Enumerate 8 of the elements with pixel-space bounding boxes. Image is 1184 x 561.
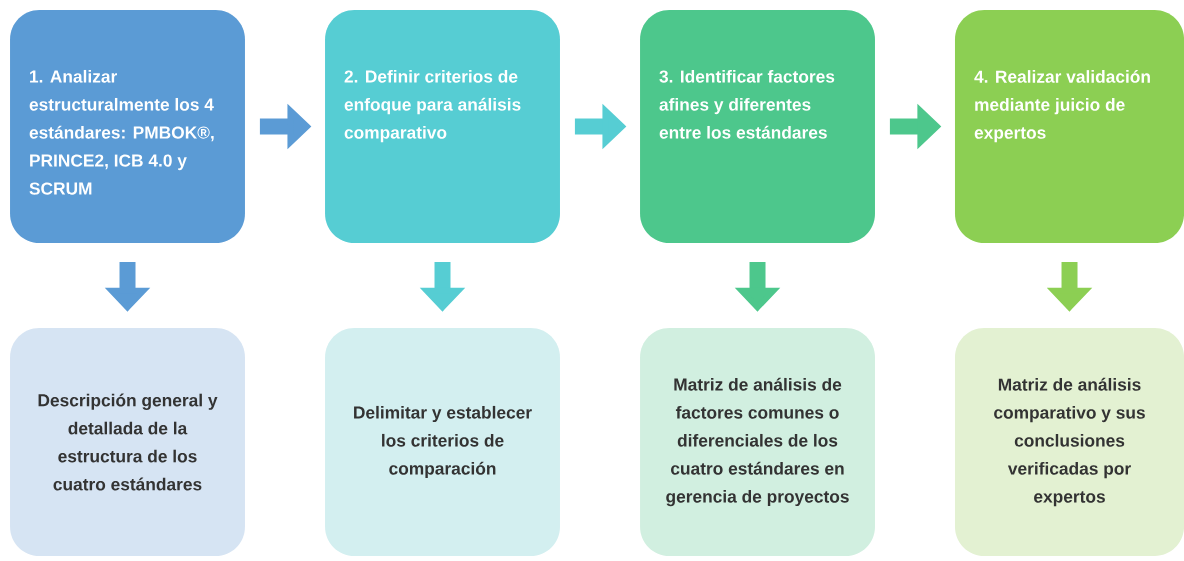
- step-box: 3. Identificar factores afines y diferentes entre los estándares: [640, 9, 875, 244]
- step-box: 4. Realizar validación mediante juicio de expertos: [955, 9, 1184, 244]
- step-box: 2. Definir criterios de enfoque para análisis comparativo: [325, 9, 560, 244]
- result-box: Delimitar y establecer los criterios de comparación: [325, 328, 560, 556]
- result-box: Matriz de análisis de factores comunes o diferenciales de los cuatro estándares en gerencia de proyectos: [640, 328, 875, 556]
- result-box: Matriz de análisis comparativo y sus conclusiones verificadas por expertos: [955, 328, 1184, 556]
- step-box: 1. Analizar estructuralmente los 4 estándares: PMBOK®, PRINCE2, ICB 4.0 y SCRUM: [10, 9, 245, 244]
- result-box: Descripción general y detallada de la estructura de los cuatro estándares: [10, 328, 245, 556]
